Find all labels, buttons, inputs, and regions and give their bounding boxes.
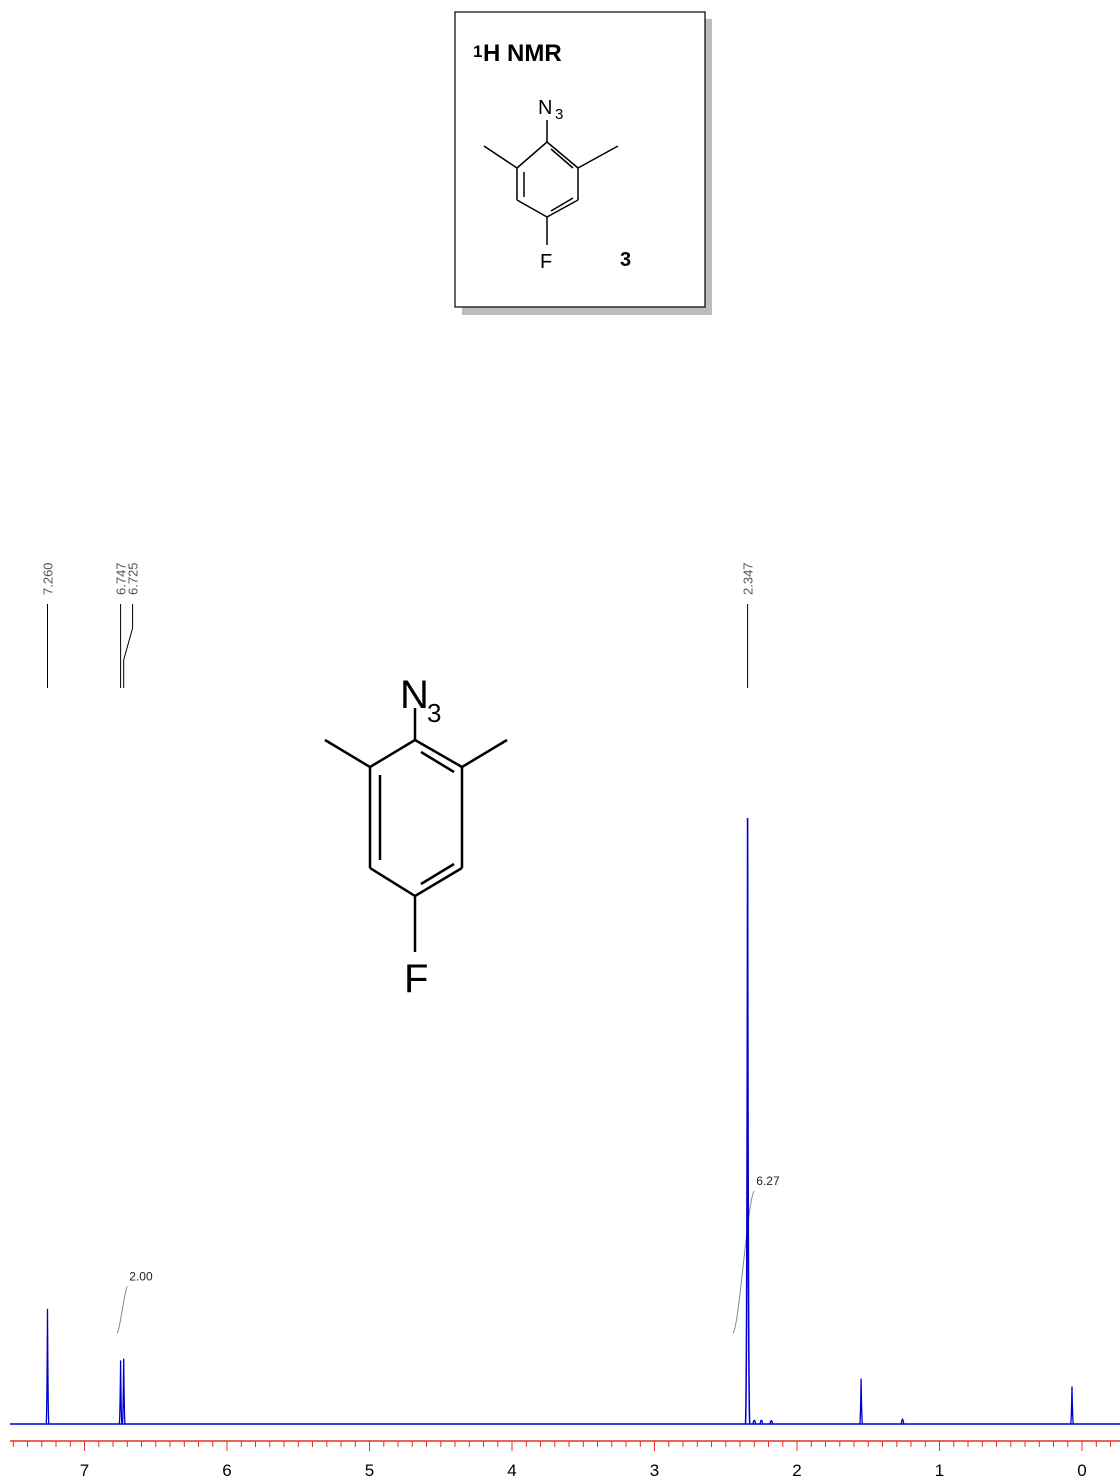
x-tick-label: 7: [80, 1461, 89, 1480]
spectrum-peak: [859, 1378, 864, 1425]
x-tick-label: 4: [507, 1461, 516, 1480]
spectrum-peak: [752, 1419, 757, 1425]
peak-label: 2.347: [741, 562, 756, 595]
main-azide-subscript: 3: [427, 698, 441, 728]
spectrum-peak: [1070, 1386, 1074, 1425]
spectrum: [10, 817, 1120, 1425]
x-tick-label: 3: [650, 1461, 659, 1480]
x-tick-label: 0: [1077, 1461, 1086, 1480]
x-tick-label: 6: [222, 1461, 231, 1480]
spectrum-peak: [759, 1419, 764, 1425]
inset-molecule: [483, 120, 619, 245]
inset-fluorine-label: F: [540, 251, 552, 273]
main-molecule: N 3 F: [324, 673, 508, 1001]
x-axis: 7 6 5 4 3 2 1 0: [10, 1440, 1120, 1480]
inset-title-superscript: 1: [473, 42, 482, 61]
spectrum-peak: [121, 1358, 126, 1425]
inset-azide-label: N: [538, 97, 552, 119]
spectrum-peak: [118, 1360, 123, 1425]
main-azide-label: N: [400, 673, 429, 717]
x-tick-label: 5: [365, 1461, 374, 1480]
inset-azide-subscript: 3: [555, 106, 563, 123]
peak-label: 6.747: [114, 562, 129, 595]
peak-label: 6.725: [126, 562, 141, 595]
inset-box-frame: [454, 11, 706, 308]
peak-label: 7.260: [41, 562, 56, 595]
integral-curve: [732, 1190, 755, 1334]
spectrum-peak: [744, 817, 751, 1425]
compound-number: 3: [620, 249, 631, 271]
spectrum-peak: [900, 1418, 905, 1425]
integral-value: 2.00: [129, 1269, 153, 1283]
peak-label-connector: [123, 604, 134, 688]
inset-box: 1 H NMR N 3 F 3: [454, 11, 712, 315]
main-molecule-bonds: [324, 708, 508, 952]
spectrum-peak: [45, 1308, 50, 1425]
integral-curve: [116, 1286, 128, 1334]
x-tick-label: 2: [792, 1461, 801, 1480]
x-tick-label: 1: [935, 1461, 944, 1480]
integrals: 2.00 6.27: [116, 1174, 780, 1334]
integral-value: 6.27: [756, 1174, 780, 1188]
main-fluorine-label: F: [404, 957, 428, 1001]
spectrum-peak: [769, 1420, 774, 1425]
inset-title: H NMR: [483, 40, 562, 67]
